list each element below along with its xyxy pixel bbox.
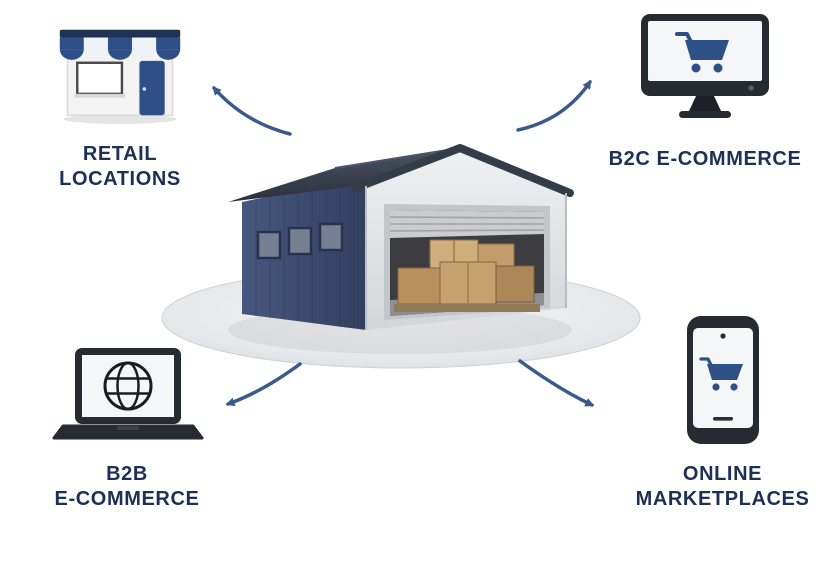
- node-label-retail: RETAIL LOCATIONS: [59, 142, 181, 192]
- label-line: ONLINE: [682, 463, 763, 485]
- node-label-b2b: B2B E-COMMERCE: [55, 462, 200, 512]
- label-line: LOCATIONS: [59, 167, 181, 190]
- node-online-marketplaces: ONLINE MARKETPLACES: [605, 312, 840, 512]
- node-retail-locations: RETAIL LOCATIONS: [15, 16, 225, 192]
- node-b2b-ecommerce: B2B E-COMMERCE: [22, 342, 232, 512]
- label-line: RETAIL: [82, 143, 158, 165]
- node-label-b2c: B2C E-COMMERCE: [609, 147, 802, 172]
- phone-cart-icon: [686, 316, 759, 444]
- arrow-to-online-marketplaces: [518, 359, 595, 407]
- awning: [59, 29, 181, 60]
- globe-glyph: [103, 361, 152, 411]
- warehouse: [228, 144, 574, 330]
- cart-glyph: [698, 357, 743, 391]
- roller-door: [389, 210, 545, 238]
- cart-glyph: [674, 32, 729, 73]
- node-label-online: ONLINE MARKETPLACES: [636, 462, 810, 512]
- label-line: B2C E-COMMERCE: [608, 148, 802, 170]
- laptop-globe-icon: [52, 348, 203, 440]
- label-line: B2B: [106, 463, 148, 485]
- storefront-icon: [59, 29, 181, 124]
- label-line: E-COMMERCE: [54, 487, 200, 510]
- node-b2c-ecommerce: B2C E-COMMERCE: [575, 8, 835, 172]
- cardboard-boxes: [394, 239, 540, 312]
- arrow-to-retail-locations: [212, 86, 292, 136]
- arrow-to-b2c-ecommerce: [516, 79, 592, 132]
- desktop-cart-icon: [640, 14, 769, 118]
- arrows: [212, 79, 595, 407]
- label-line: MARKETPLACES: [635, 487, 810, 510]
- arrow-to-b2b-ecommerce: [225, 362, 302, 407]
- side-windows: [256, 222, 344, 260]
